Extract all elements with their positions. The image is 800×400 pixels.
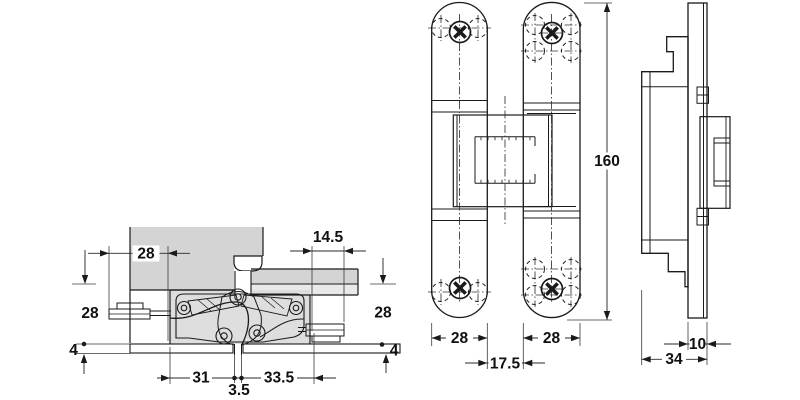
- dim-label-door-plate-thickness: 4: [69, 342, 78, 359]
- leaf-flange-lines: [431, 100, 580, 221]
- dim-label-door-routing-width: 28: [137, 245, 155, 262]
- dim-label-total-height: 160: [594, 153, 620, 170]
- door-panel: [130, 227, 263, 290]
- dim-label-frame-plate-thickness: 4: [390, 343, 399, 360]
- side-view: 10 34: [641, 2, 731, 368]
- screw-icon: [448, 20, 472, 44]
- section-view: 28 14.5 28 28 4 4 31: [69, 227, 401, 399]
- mounting-tab-left: [108, 302, 171, 320]
- dim-label-overall-depth: 34: [665, 351, 683, 368]
- dim-label-frame-leaf-width: 28: [543, 330, 561, 347]
- section-dimensions: 28 14.5 28 28 4 4 31: [69, 229, 399, 399]
- screw-icon: [448, 276, 472, 300]
- knuckle-bar: [687, 2, 708, 319]
- dim-label-frame-routing-width: 14.5: [313, 229, 344, 246]
- dim-label-door-side-length: 31: [192, 370, 210, 387]
- dim-label-frame-side-length: 33.5: [264, 370, 295, 387]
- dim-label-door-routing-depth: 28: [81, 305, 99, 322]
- dim-label-door-leaf-width: 28: [451, 330, 469, 347]
- dim-label-knuckle-width: 10: [689, 336, 706, 353]
- pivot-points: [176, 288, 304, 345]
- dim-label-leaf-gap: 17.5: [490, 355, 521, 372]
- link-arm-right: [240, 294, 293, 317]
- cover-plate-right: [242, 343, 401, 354]
- dim-label-frame-routing-depth: 28: [374, 305, 392, 322]
- screw-icon: [540, 277, 564, 301]
- screws: [448, 20, 564, 301]
- knuckle-body: [452, 114, 553, 208]
- hinge-mechanism: [169, 288, 305, 347]
- frame-panel: [251, 269, 358, 284]
- door-gap-notch: [233, 255, 263, 272]
- panel-edges: [129, 227, 359, 344]
- cover-plate-left: [129, 343, 234, 354]
- hinge-leaf-right: [522, 1, 581, 319]
- frame-panel-light: [251, 284, 358, 295]
- link-arm-left: [187, 294, 240, 316]
- front-dimensions: 28 28 17.5 160: [431, 2, 623, 372]
- hinge-cavity: [170, 290, 310, 344]
- side-dimensions: 10 34: [641, 290, 731, 368]
- guide-curve: [169, 301, 250, 347]
- mechanism-body: [175, 293, 305, 343]
- front-view: 28 28 17.5 160: [428, 1, 623, 372]
- center-lines: [428, 13, 582, 307]
- dim-label-center-gap: 3.5: [228, 382, 250, 399]
- door-leaf-profile: [699, 116, 731, 209]
- frame-profile: [641, 36, 689, 288]
- screw-icon: [540, 21, 564, 45]
